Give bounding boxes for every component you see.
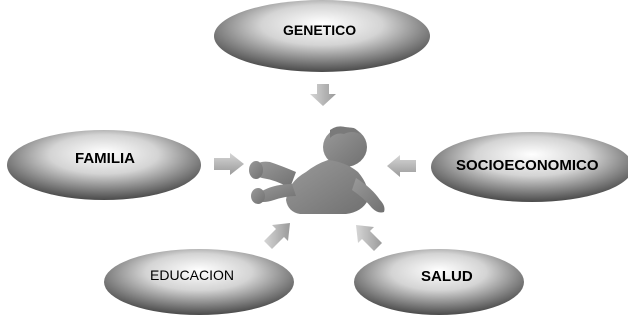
baby-silhouette-icon [249,126,385,214]
genetico-label: GENETICO [283,22,357,38]
socioeconomico-label: SOCIOECONOMICO [456,157,599,174]
arrow-down-icon [310,84,336,106]
arrow-up-right-icon [264,223,290,249]
salud-ellipse [354,249,524,315]
arrow-right-icon [214,153,244,175]
socioeconomico-label-box: SOCIOECONOMICO [456,154,616,185]
educacion-ellipse [104,249,294,315]
genetico-ellipse [214,0,430,72]
arrow-left-icon [387,155,416,177]
socioeconomico-ellipse [431,132,628,202]
arrow-up-left-icon [356,225,382,251]
salud-label: SALUD [421,268,473,285]
educacion-label: EDUCACION [150,267,235,283]
familia-label: FAMILIA [75,150,135,167]
familia-ellipse [7,130,201,200]
